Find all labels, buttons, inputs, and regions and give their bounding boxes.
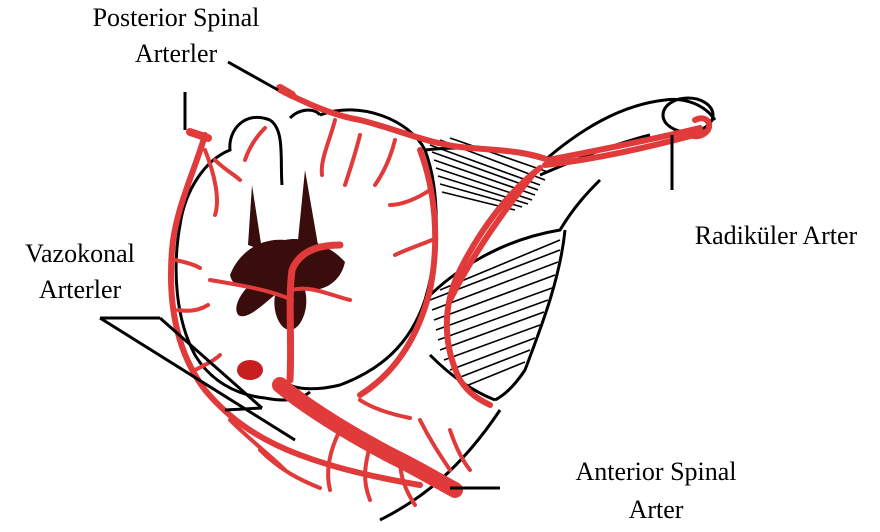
label-vazokonal-line2: Arterler (39, 275, 122, 304)
label-radikuler-arter: Radiküler Arter (695, 221, 858, 250)
label-posterior-spinal-line2: Arterler (135, 39, 218, 68)
artery-cross-section (237, 360, 263, 380)
label-posterior-spinal-line1: Posterior Spinal (93, 3, 260, 32)
label-anterior-spinal-line2: Arter (629, 495, 684, 524)
label-anterior-spinal-line1: Anterior Spinal (575, 457, 736, 486)
label-vazokonal-line1: Vazokonal (25, 239, 135, 268)
